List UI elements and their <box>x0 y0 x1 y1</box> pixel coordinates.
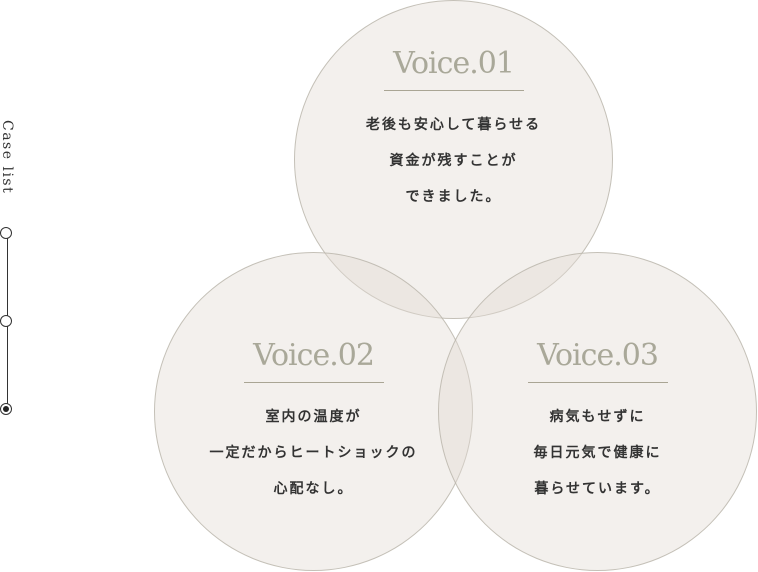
voice-2-title: Voice.02 <box>253 338 375 373</box>
voice-1-divider <box>383 90 524 91</box>
voice-2-line-3: 心配なし。 <box>273 481 354 497</box>
voice-2-line-1: 室内の温度が <box>265 409 362 425</box>
voice-2-line-2: 一定だからヒートショックの <box>209 445 418 461</box>
voice-3-title: Voice.03 <box>537 338 659 373</box>
nav-dot-voice-1[interactable] <box>0 227 12 239</box>
voice-3-divider <box>527 382 668 383</box>
voice-1-line-3: できました。 <box>405 189 502 205</box>
voice-1-title: Voice.01 <box>393 46 515 81</box>
voice-3-line-2: 毎日元気で健康に <box>533 445 662 461</box>
case-list-label: Case list <box>0 120 15 195</box>
voice-3-card: Voice.03 病気もせずに 毎日元気で健康に 暮らせています。 <box>438 338 757 507</box>
voice-1-line-2: 資金が残すことが <box>389 153 518 169</box>
voice-3-line-3: 暮らせています。 <box>534 481 661 497</box>
voice-1-card: Voice.01 老後も安心して暮らせる 資金が残すことが できました。 <box>294 46 613 215</box>
voice-2-divider <box>243 382 384 383</box>
voice-3-circle[interactable] <box>438 252 757 571</box>
nav-dot-voice-3[interactable] <box>0 403 12 415</box>
nav-dot-voice-2[interactable] <box>0 315 12 327</box>
voice-2-card: Voice.02 室内の温度が 一定だからヒートショックの 心配なし。 <box>154 338 473 507</box>
voice-1-line-1: 老後も安心して暮らせる <box>365 117 542 133</box>
voice-3-line-1: 病気もせずに <box>549 409 646 425</box>
case-list-nav: Case list <box>0 120 20 420</box>
voice-2-circle[interactable] <box>154 252 473 571</box>
